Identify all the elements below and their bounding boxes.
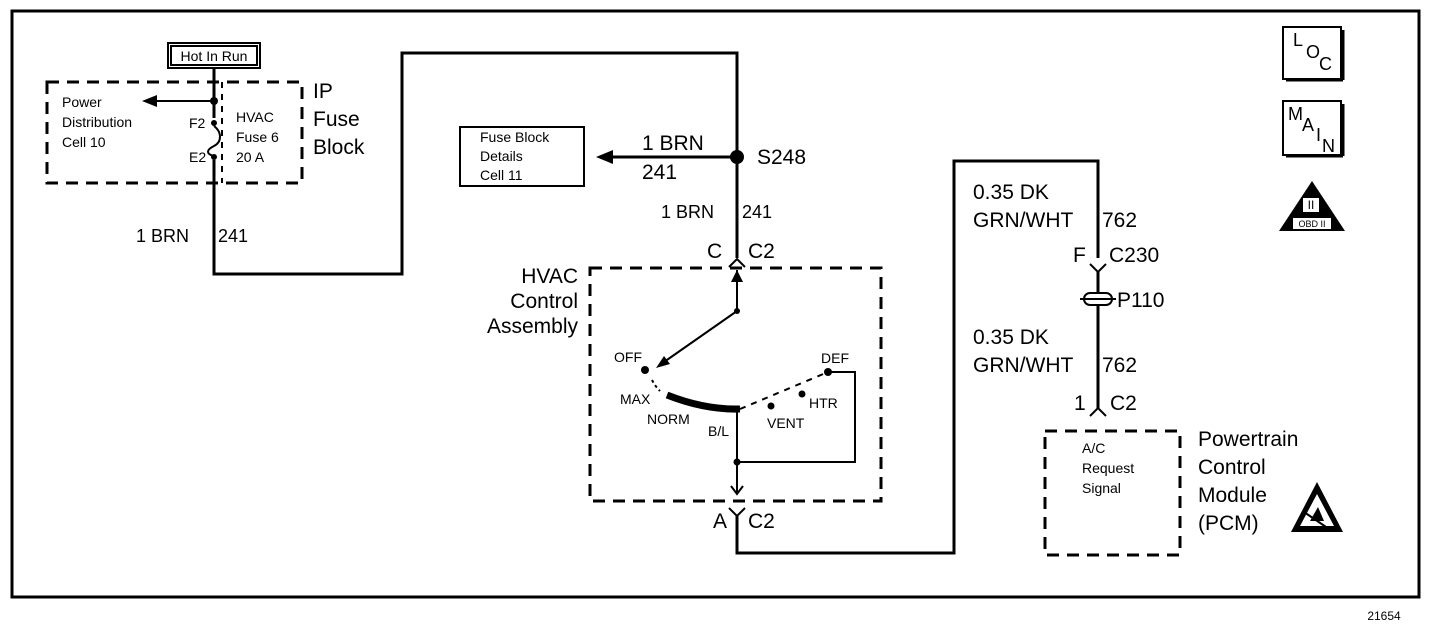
power-distribution-label-1: Power <box>62 94 102 110</box>
main-icon-n: N <box>1322 136 1335 156</box>
pcm-label-3: Module <box>1198 484 1267 507</box>
wire-right-top-color: GRN/WHT <box>973 209 1073 232</box>
connector-bottom-icon <box>728 507 746 518</box>
switch-output-arrow-icon <box>730 485 744 496</box>
ip-fuse-block-label-3: Block <box>313 136 365 159</box>
switch-label-htr: HTR <box>809 395 838 411</box>
wire-762 <box>735 159 1100 555</box>
switch-contact-vent <box>767 402 775 410</box>
diagram-frame <box>10 9 1421 599</box>
fuse-icon <box>207 125 221 157</box>
connector-top-icon <box>728 257 746 268</box>
pcm-label-1: Powertrain <box>1198 428 1298 451</box>
power-distribution-arrow-icon <box>142 95 157 107</box>
wire-right-bottom-color: GRN/WHT <box>973 354 1073 377</box>
ip-fuse-block-label-1: IP <box>313 80 333 103</box>
vertical-wire-circuit: 241 <box>742 202 772 222</box>
main-icon-m: M <box>1288 104 1303 124</box>
fuse-pin-f2 <box>211 120 217 126</box>
figure-number: 21654 <box>1367 609 1401 623</box>
switch-label-vent: VENT <box>767 415 805 431</box>
switch-dash-1 <box>651 379 661 392</box>
ip-fuse-block-label-2: Fuse <box>313 108 360 131</box>
switch-label-bl: B/L <box>708 423 729 439</box>
connector-bottom-id: C2 <box>748 510 775 533</box>
connector-top-pin: C <box>707 240 722 263</box>
fuse-block-details-box: Fuse Block Details Cell 11 <box>459 126 585 187</box>
fuse-pin-bottom-label: E2 <box>189 149 206 165</box>
pcm-label-4: (PCM) <box>1198 512 1259 535</box>
pass-through-p110-icon <box>1080 292 1116 306</box>
splice-wire-circuit: 241 <box>642 161 677 184</box>
loc-icon[interactable]: L O C <box>1282 26 1345 82</box>
hvac-assembly-label-2: Control <box>510 290 578 313</box>
connector-pcm-icon <box>1089 406 1107 417</box>
vertical-wire-size-color: 1 BRN <box>661 202 714 222</box>
esd-warning-icon <box>1291 482 1343 532</box>
wire-241-main <box>212 51 739 276</box>
wire-right-bottom-circuit: 762 <box>1102 354 1137 377</box>
obd-icon-roman: II <box>1308 198 1315 212</box>
switch-mode-dash <box>739 371 829 410</box>
fuse-pin-top-label: F2 <box>189 115 206 131</box>
fuse-name-3: 20 A <box>236 149 265 165</box>
main-icon-i: I <box>1316 125 1321 145</box>
switch-label-off: OFF <box>614 349 642 365</box>
switch-blower-arc <box>665 391 741 413</box>
power-distribution-label-3: Cell 10 <box>62 134 106 150</box>
switch-wiper <box>663 310 738 363</box>
fuse-pin-e2 <box>211 154 217 160</box>
pcm-signal-2: Request <box>1082 460 1134 476</box>
wire-right-top-size: 0.35 DK <box>973 181 1049 204</box>
switch-contact-htr <box>798 390 806 398</box>
connector-pcm-pin: 1 <box>1074 392 1086 415</box>
connector-pcm-id: C2 <box>1110 392 1137 415</box>
main-icon-a: A <box>1302 115 1314 135</box>
obd-ii-icon[interactable]: II OBD II <box>1279 181 1345 231</box>
loc-icon-l: L <box>1293 30 1303 50</box>
wire-right-bottom-size: 0.35 DK <box>973 326 1049 349</box>
switch-label-def: DEF <box>821 350 849 366</box>
def-return-wire <box>737 371 856 463</box>
pcm-box <box>1043 429 1182 557</box>
fuse-name-1: HVAC <box>236 109 274 125</box>
hot-in-run-label: Hot In Run <box>167 42 261 69</box>
fuse-block-details-2: Details <box>480 148 523 164</box>
splice-wire-size-color: 1 BRN <box>642 132 704 155</box>
switch-wiper-arrow-icon <box>656 356 670 368</box>
hvac-assembly-label-3: Assembly <box>487 315 579 338</box>
switch-input-arrow-icon <box>731 270 743 282</box>
switch-label-norm: NORM <box>647 411 690 427</box>
fuse-name-2: Fuse 6 <box>236 129 279 145</box>
wire-left-circuit: 241 <box>218 226 248 246</box>
fuse-block-details-arrow-icon <box>596 150 613 164</box>
fuse-block-details-3: Cell 11 <box>480 167 523 183</box>
ip-fuse-block-box <box>45 80 304 185</box>
fuse-block-details-1: Fuse Block <box>480 129 550 145</box>
switch-contact-off <box>641 366 649 374</box>
loc-icon-c: C <box>1319 54 1332 74</box>
connector-c230-icon <box>1089 263 1107 274</box>
connector-c230-pin: F <box>1073 244 1086 267</box>
power-distribution-label-2: Distribution <box>62 114 132 130</box>
hvac-assembly-label-1: HVAC <box>521 265 578 288</box>
splice-id: S248 <box>757 146 806 169</box>
switch-label-max: MAX <box>620 391 651 407</box>
obd-icon-text: OBD II <box>1298 219 1325 229</box>
connector-bottom-pin: A <box>713 510 727 533</box>
pass-through-id: P110 <box>1117 289 1165 312</box>
connector-c230-id: C230 <box>1109 244 1159 267</box>
hot-in-run-text: Hot In Run <box>181 48 248 64</box>
wire-left-size-color: 1 BRN <box>136 226 189 246</box>
connector-top-id: C2 <box>748 240 775 263</box>
pcm-label-2: Control <box>1198 456 1266 479</box>
loc-icon-o: O <box>1306 42 1320 62</box>
main-icon[interactable]: M A I N <box>1282 100 1345 158</box>
switch-output-junction <box>733 458 741 466</box>
pcm-signal-3: Signal <box>1082 480 1121 496</box>
wire-right-top-circuit: 762 <box>1102 209 1137 232</box>
pcm-signal-1: A/C <box>1082 440 1105 456</box>
hvac-control-assembly-box <box>588 266 883 503</box>
